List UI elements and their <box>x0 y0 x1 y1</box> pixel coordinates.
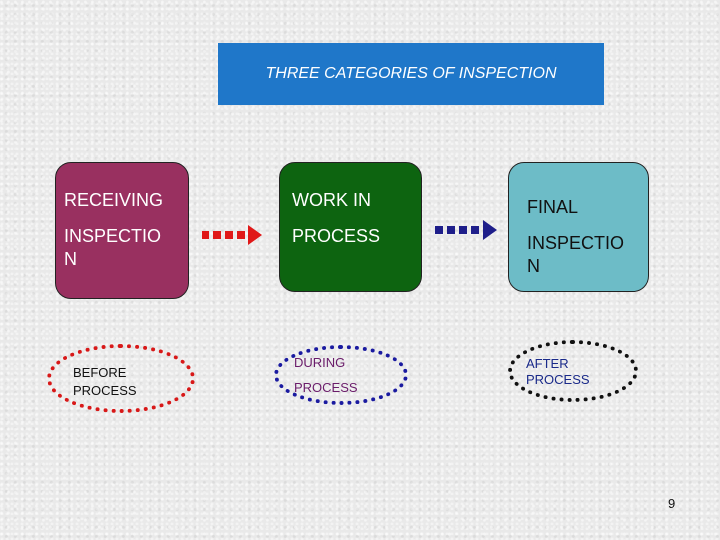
final-inspection-box: FINAL INSPECTIO N <box>508 162 649 292</box>
stage-label-line: BEFORE <box>73 365 127 380</box>
box-label-line: FINAL <box>527 197 579 217</box>
title-banner: THREE CATEGORIES OF INSPECTION <box>218 43 604 105</box>
after-process-ellipse: AFTER PROCESS <box>508 340 638 402</box>
box-label-line: PROCESS <box>292 226 381 246</box>
box-label-line: RECEIVING <box>64 190 164 210</box>
before-process-ellipse: BEFORE PROCESS <box>47 344 195 413</box>
title-text: THREE CATEGORIES OF INSPECTION <box>265 65 557 82</box>
receiving-inspection-box: RECEIVING INSPECTIO N <box>55 162 189 299</box>
box-label-line: INSPECTIO <box>64 226 162 246</box>
red-dotted-arrow <box>202 225 262 245</box>
box-label-line: N <box>527 256 540 276</box>
during-process-ellipse: DURING PROCESS <box>274 345 408 405</box>
box-label-line: WORK IN <box>292 190 371 210</box>
box-label-line: N <box>64 249 77 269</box>
page-number: 9 <box>668 496 676 511</box>
stage-label-line: PROCESS <box>294 380 358 395</box>
stage-label-line: PROCESS <box>526 372 590 387</box>
stage-label-line: DURING <box>294 355 346 370</box>
stage-label-line: PROCESS <box>73 383 137 398</box>
box-label-line: INSPECTIO <box>527 233 625 253</box>
stage-label-line: AFTER <box>526 356 569 371</box>
work-in-process-box: WORK IN PROCESS <box>279 162 422 292</box>
blue-dotted-arrow <box>435 220 497 240</box>
